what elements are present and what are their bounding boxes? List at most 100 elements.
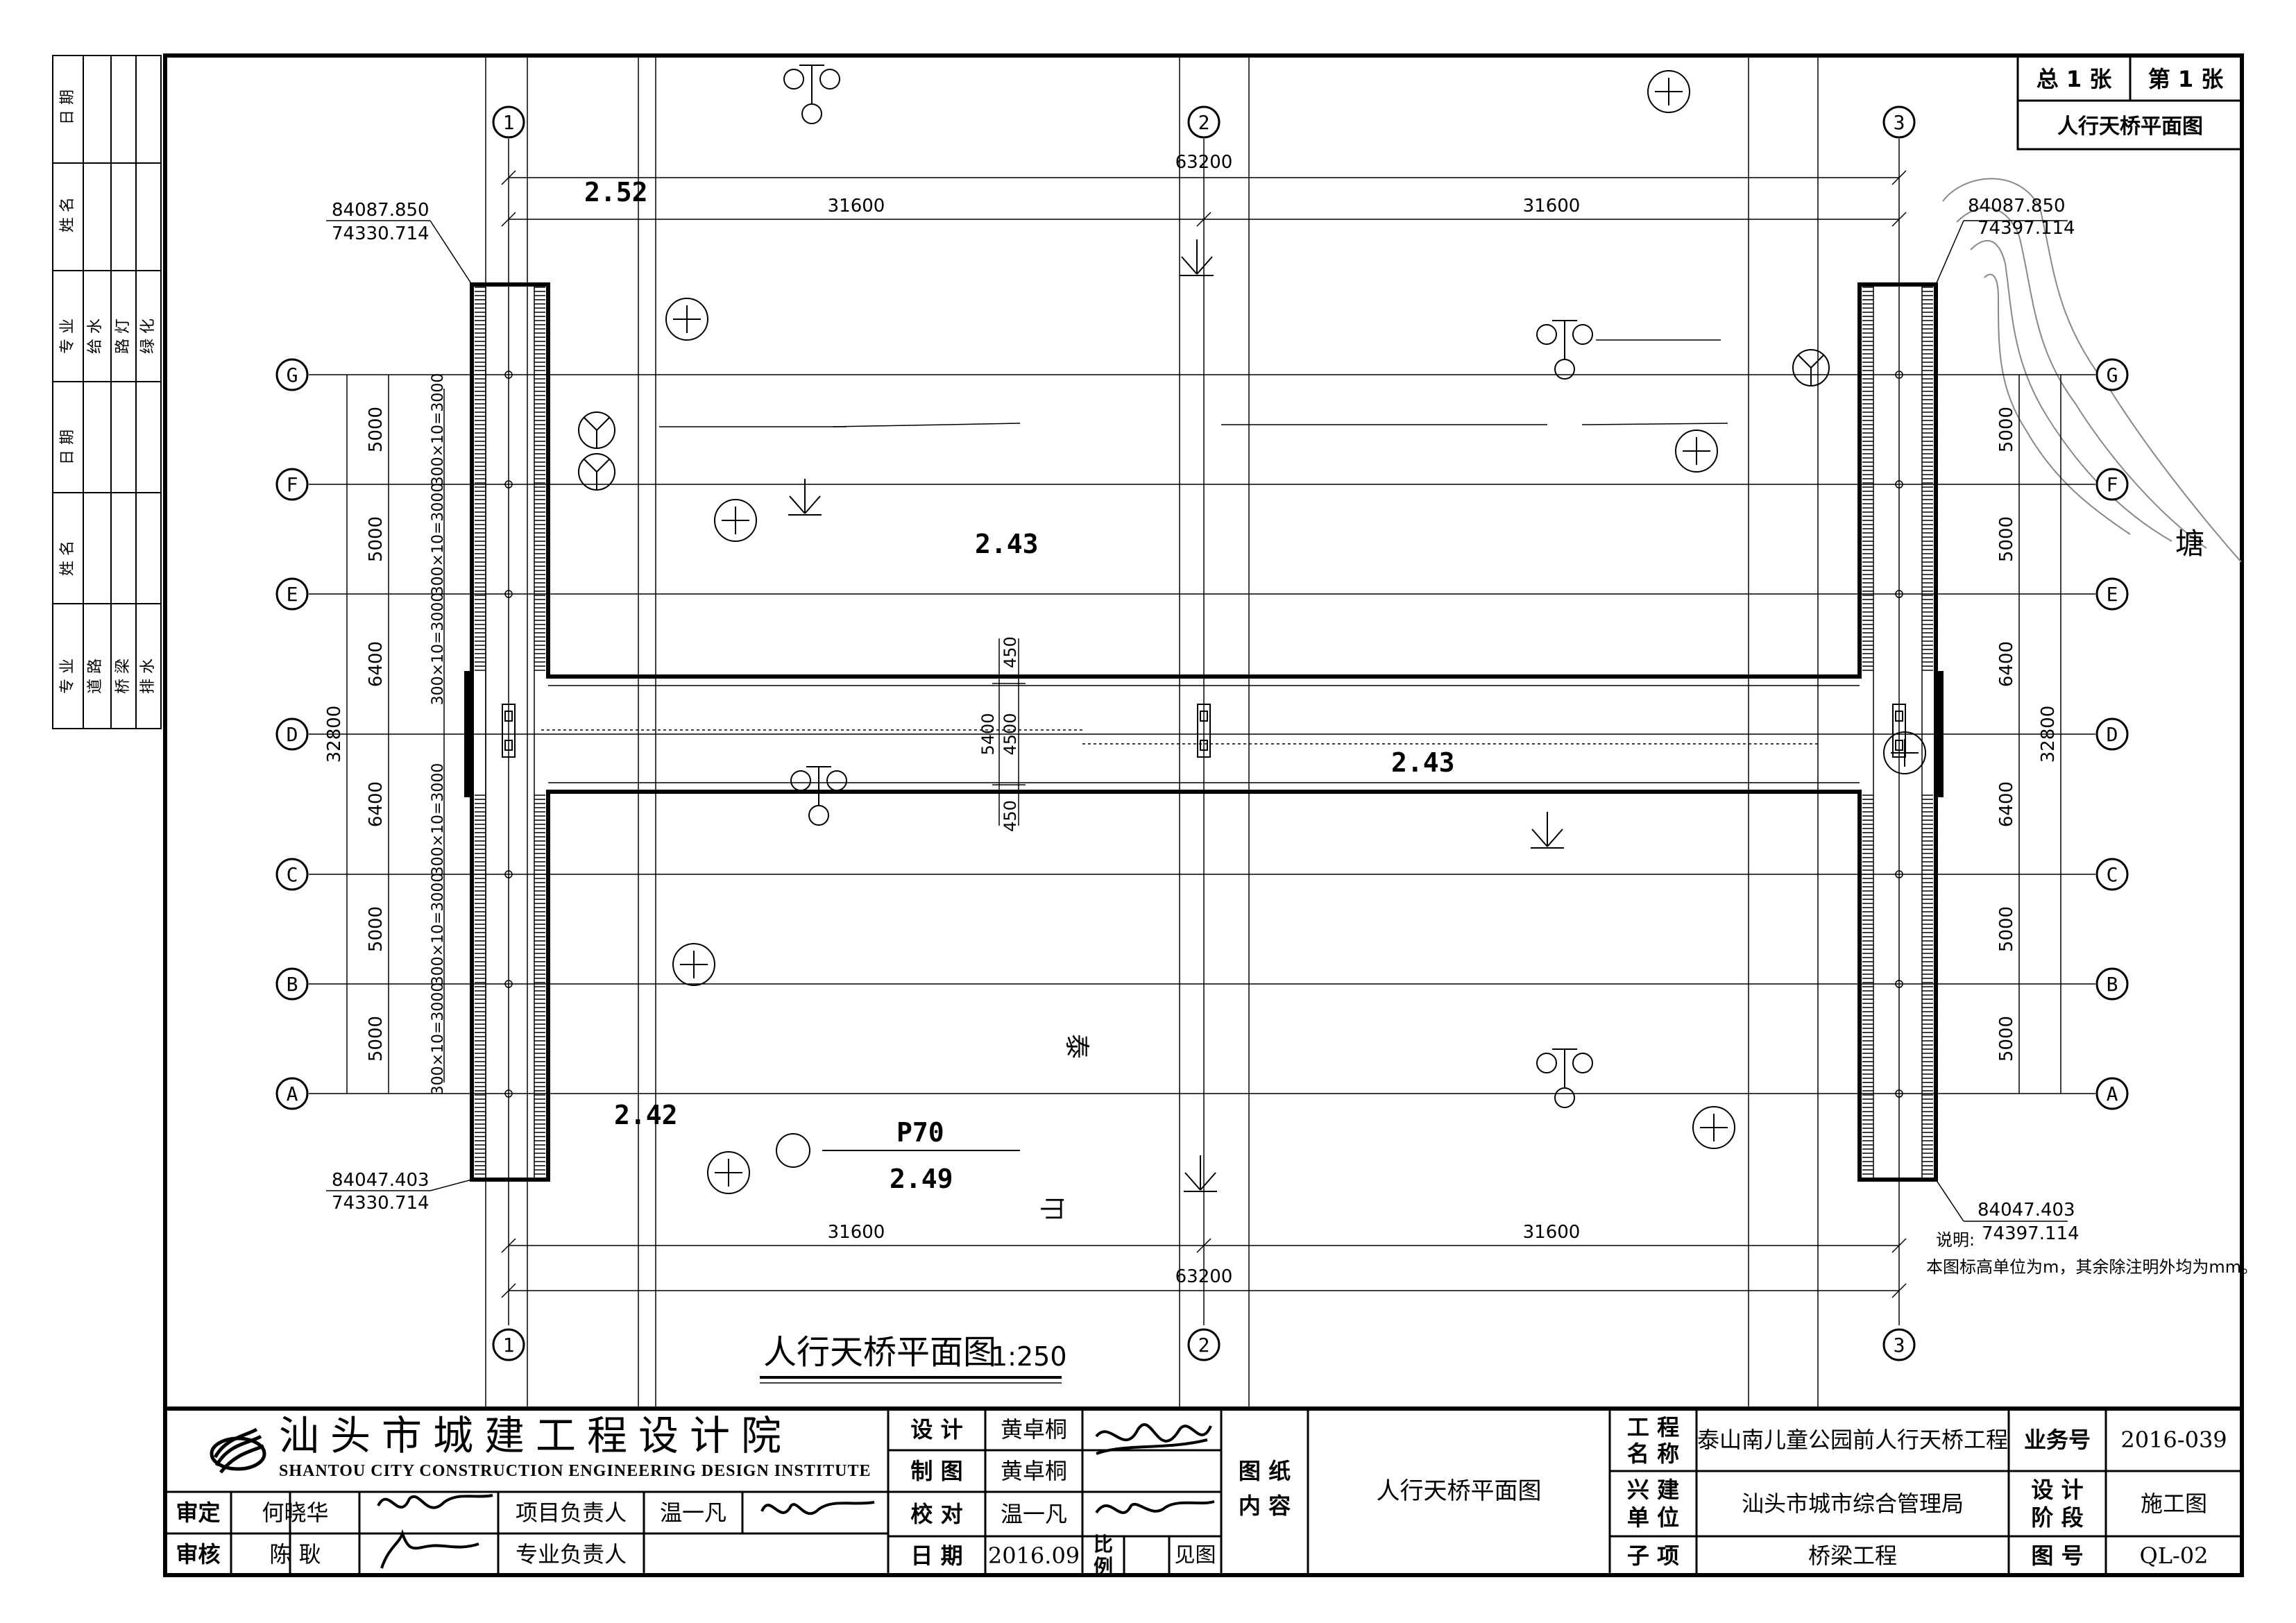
tree-icon — [1692, 1106, 1735, 1149]
tree-icon — [1675, 430, 1718, 473]
axis-label-3-bottom: 3 — [1894, 1334, 1905, 1357]
dim-left-ed: 6400 — [366, 641, 386, 687]
street-lamp-icon — [1554, 1087, 1575, 1108]
tree-icon — [665, 298, 708, 341]
flow-arrow-icon — [1184, 1172, 1201, 1191]
job-value: 2016-039 — [2120, 1426, 2227, 1453]
horizontal-dimensions — [501, 170, 1907, 1298]
dim-left-fe: 5000 — [366, 516, 386, 562]
strip-greening: 绿 化 — [139, 318, 157, 354]
spec-lead-label: 专业负责人 — [515, 1540, 627, 1567]
coordinate-leaders — [326, 220, 2068, 1222]
strip-major-label: 专 业 — [59, 318, 76, 354]
draw-label: 制 图 — [910, 1457, 963, 1484]
valve-icon — [1798, 355, 1812, 368]
sheet-title: 人行天桥平面图 — [2057, 114, 2203, 139]
elevation-2-42: 2.42 — [614, 1100, 678, 1130]
strip-water-supply: 给 水 — [87, 318, 104, 354]
flow-arrow-icon — [789, 495, 806, 514]
title-block — [163, 1407, 2244, 1577]
street-lamp-icon — [819, 69, 840, 90]
strip-street-light: 路 灯 — [114, 318, 132, 354]
strip-name-label-2: 姓 名 — [59, 541, 76, 576]
drawing-number-label: 图 号 — [2031, 1542, 2084, 1569]
map-label-tai: 泰 — [1062, 1034, 1091, 1059]
design-label: 设 计 — [910, 1416, 963, 1443]
dim-deck-total: 5400 — [978, 713, 998, 755]
owner-value: 汕头市城市综合管理局 — [1741, 1490, 1964, 1517]
deck-lines — [485, 284, 1923, 1180]
drawing-number-value: QL-02 — [2139, 1542, 2209, 1569]
dim-deck-edge-bottom: 450 — [1001, 800, 1020, 832]
dim-stair-3: 300×10=3000 — [430, 593, 447, 706]
axis-label-d-right: D — [2107, 723, 2118, 746]
notes-line-1: 本图标高单位为m，其余除注明外均为mm。 — [1926, 1257, 2258, 1277]
strip-date-label-2: 日 期 — [59, 430, 76, 465]
vertical-dimensions — [346, 375, 2061, 1094]
street-lamp-icon — [790, 770, 811, 791]
sub-label: 子 项 — [1626, 1542, 1680, 1569]
valve-icon — [596, 459, 610, 473]
draw-name: 黄卓桐 — [1000, 1457, 1067, 1484]
axis-label-e-left: E — [287, 583, 298, 606]
approve-name: 何晓华 — [262, 1499, 329, 1526]
dim-total-span-top: 63200 — [1175, 152, 1233, 173]
map-label-pond: 塘 — [2175, 527, 2204, 561]
dim-total-span-bottom: 63200 — [1175, 1266, 1233, 1287]
flow-arrow-icon — [1200, 1172, 1216, 1191]
tree-icon — [1883, 731, 1926, 774]
scale-value: 见图 — [1174, 1543, 1216, 1567]
manhole-icon — [776, 1133, 810, 1168]
elevation-2-43-north: 2.43 — [975, 529, 1039, 559]
map-label-shan: 山 — [1039, 1196, 1068, 1221]
axis-lines — [309, 139, 2095, 1325]
sub-value: 桥梁工程 — [1808, 1542, 1897, 1569]
signatures — [377, 1423, 1215, 1569]
date-value: 2016.09 — [987, 1542, 1080, 1569]
sheet-total: 总 1 张 — [2036, 66, 2112, 92]
plan-scale: 1:250 — [991, 1341, 1067, 1372]
column-dots — [504, 371, 1903, 1098]
dim-half-span-top-left: 31600 — [828, 196, 885, 216]
street-lamp-icon — [1536, 1053, 1557, 1073]
flow-arrow-icon — [1196, 256, 1213, 275]
tree-icon — [714, 499, 757, 542]
dim-right-dc: 6400 — [1996, 781, 2017, 827]
coord-tl-y: 74330.714 — [332, 223, 430, 244]
axis-label-a-left: A — [287, 1082, 298, 1105]
axis-label-b-left: B — [287, 973, 298, 996]
stage-label-1: 设 计 — [2031, 1476, 2084, 1503]
dim-half-span-top-right: 31600 — [1523, 196, 1581, 216]
stage-label-2: 阶 段 — [2031, 1504, 2084, 1531]
project-label-1: 工 程 — [1626, 1413, 1680, 1441]
flow-arrow-icon — [804, 495, 821, 514]
project-lead-name: 温一凡 — [659, 1499, 726, 1526]
dim-half-span-bottom-left: 31600 — [828, 1222, 885, 1243]
valve-icon — [584, 417, 597, 431]
axis-label-c-left: C — [287, 863, 298, 886]
coord-bl-y: 74330.714 — [332, 1193, 430, 1214]
street-lamp-icon — [783, 69, 804, 90]
left-signature-strip — [52, 55, 162, 729]
job-label: 业务号 — [2023, 1426, 2091, 1453]
project-value: 泰山南儿童公园前人行天桥工程 — [1697, 1426, 2008, 1453]
content-label-1: 图 纸 — [1238, 1457, 1291, 1484]
owner-label-2: 单 位 — [1626, 1504, 1680, 1531]
owner-label-1: 兴 建 — [1626, 1476, 1680, 1503]
dim-left-ba: 5000 — [366, 1016, 386, 1062]
elevation-2-43-deck: 2.43 — [1391, 747, 1455, 778]
institute-logo-icon — [210, 1427, 266, 1474]
pole-label-p70: P70 — [896, 1117, 944, 1148]
date-label: 日 期 — [910, 1542, 963, 1569]
dim-stair-6: 300×10=3000 — [430, 983, 447, 1096]
axis-label-2-bottom: 2 — [1198, 1334, 1210, 1357]
flow-arrow-icon — [1547, 829, 1563, 847]
axis-label-c-right: C — [2107, 863, 2118, 886]
project-lead-label: 项目负责人 — [515, 1499, 627, 1526]
dim-right-ed: 6400 — [1996, 641, 2017, 687]
axis-label-e-right: E — [2107, 583, 2118, 606]
scale-label: 比 例 — [1093, 1532, 1113, 1578]
check-name: 温一凡 — [1000, 1500, 1067, 1527]
strip-name-label: 姓 名 — [59, 197, 76, 232]
elevation-2-52: 2.52 — [584, 177, 648, 207]
